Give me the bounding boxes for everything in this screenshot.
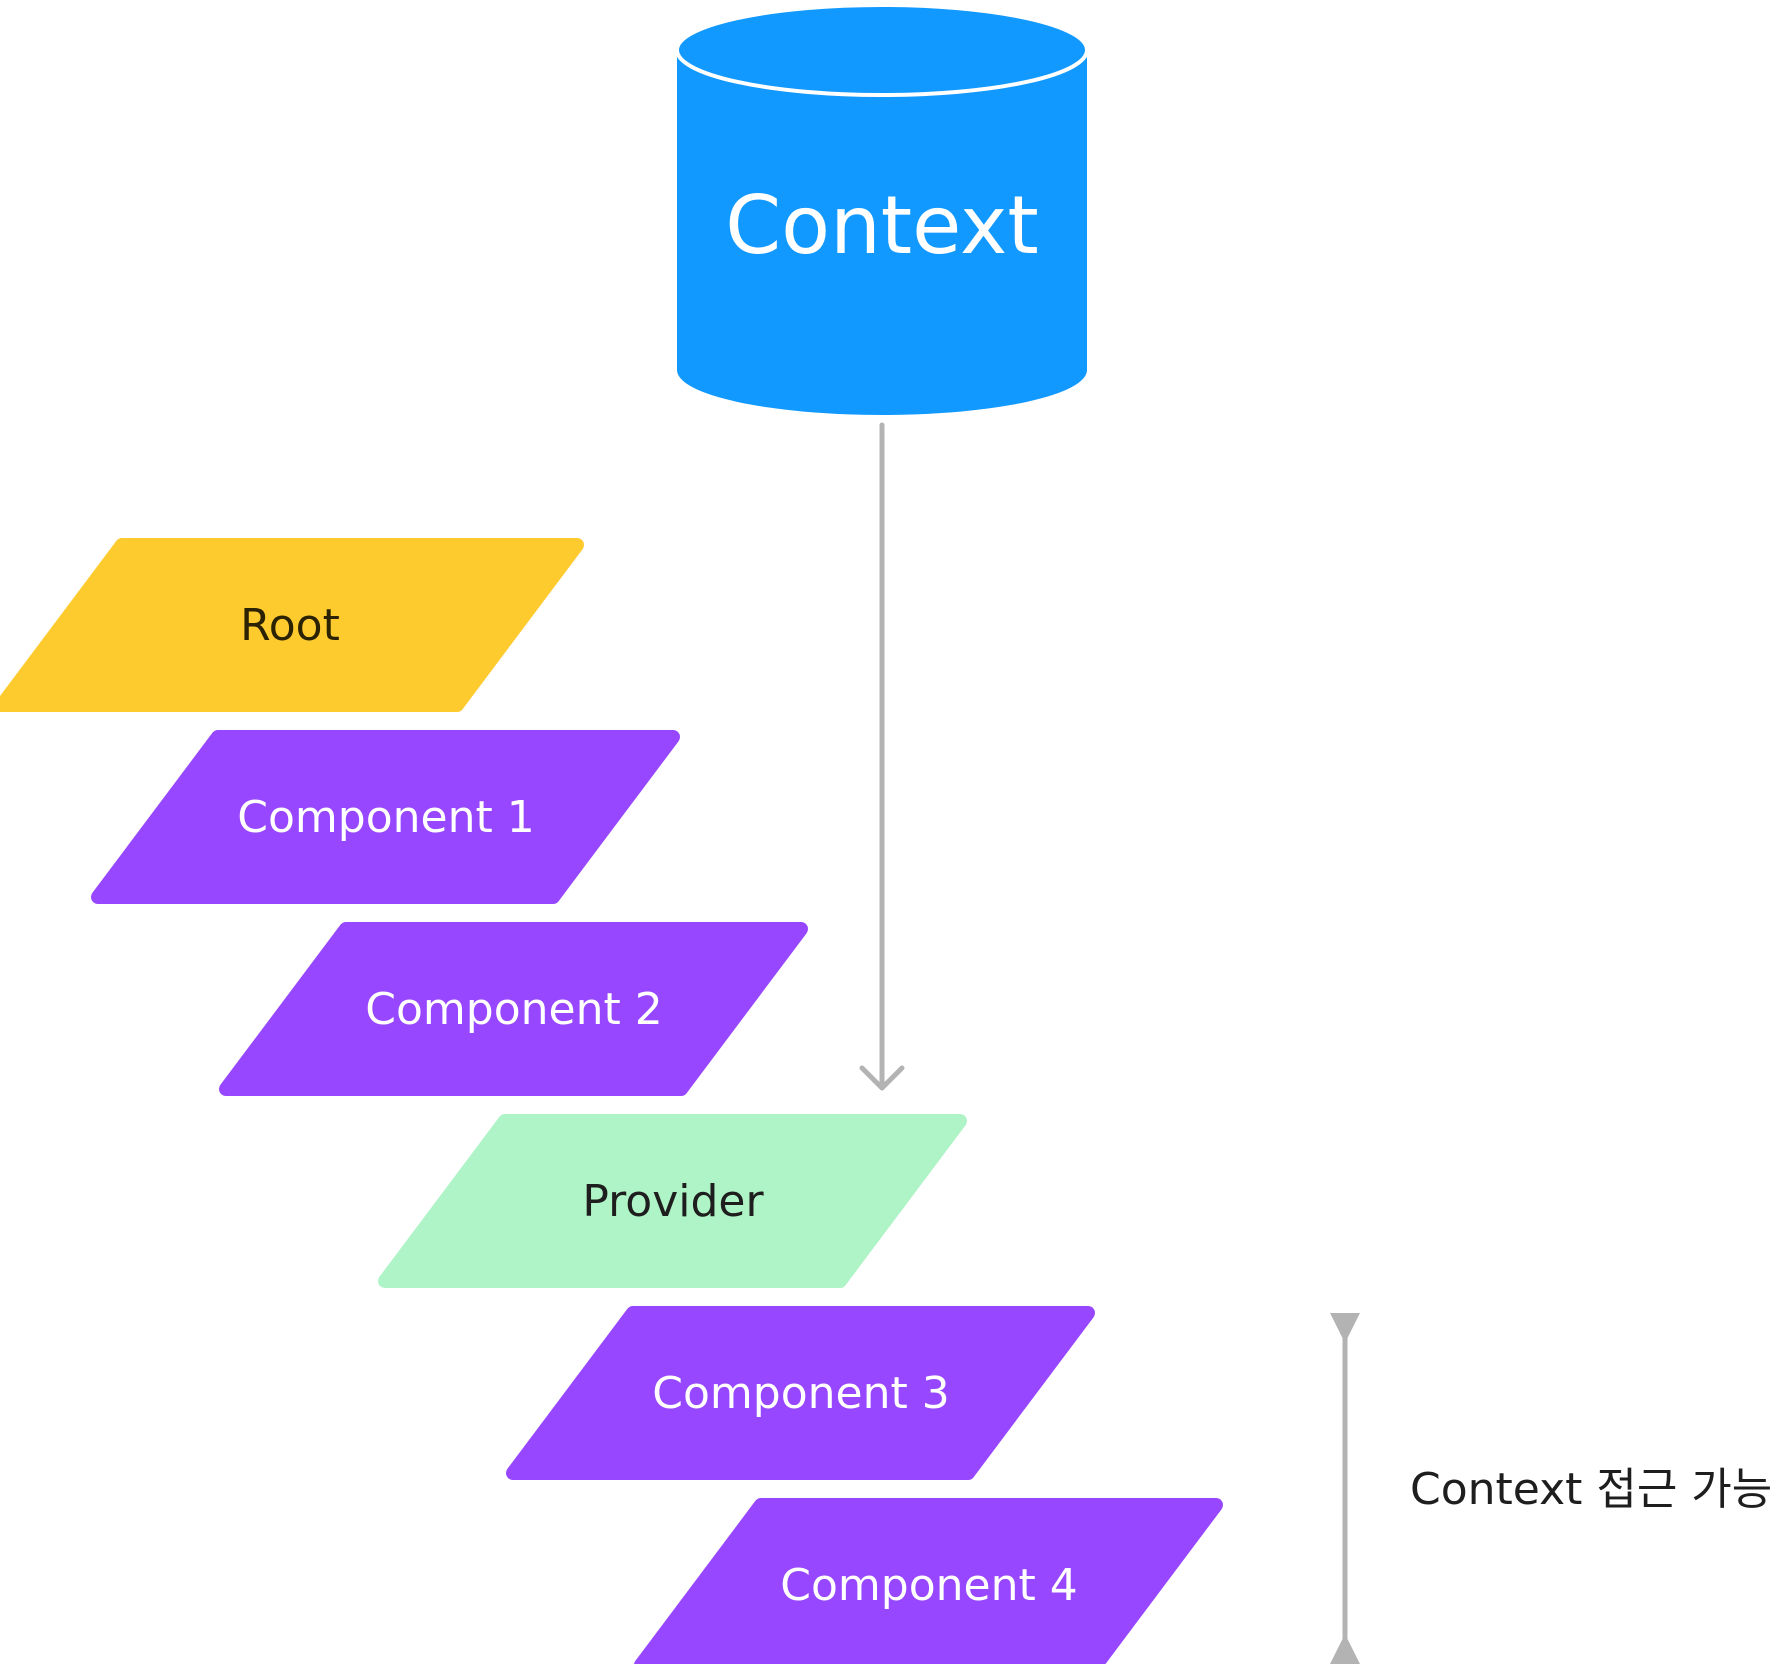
node-label: Component 4: [780, 1560, 1077, 1611]
node-label: Root: [240, 600, 340, 651]
arrow-head: [859, 1065, 905, 1091]
access-range-bracket: [1330, 1313, 1360, 1664]
node-label: Component 3: [652, 1368, 949, 1419]
range-bottom-marker: [1330, 1634, 1360, 1664]
context-to-provider-arrow: [859, 422, 905, 1091]
node-provider: Provider: [378, 1114, 967, 1288]
context-cylinder-top: [675, 3, 1089, 97]
node-shape: [506, 1306, 1095, 1480]
node-root: Root: [0, 538, 584, 712]
node-component-3: Component 3: [506, 1306, 1095, 1480]
node-component-4: Component 4: [634, 1498, 1223, 1664]
node-shape: [91, 730, 680, 904]
access-range-label: Context 접근 가능: [1410, 1464, 1772, 1515]
component-hierarchy: Root Component 1 Component 2 Provider Co…: [0, 538, 1223, 1664]
node-component-1: Component 1: [91, 730, 680, 904]
node-component-2: Component 2: [219, 922, 808, 1096]
node-label: Provider: [582, 1176, 764, 1227]
node-shape: [634, 1498, 1223, 1664]
node-shape: [0, 538, 584, 712]
node-shape: [378, 1114, 967, 1288]
context-label: Context: [725, 179, 1038, 272]
range-top-marker: [1330, 1313, 1360, 1343]
node-label: Component 2: [365, 984, 662, 1035]
node-shape: [219, 922, 808, 1096]
context-cylinder-body: [677, 5, 1087, 415]
node-label: Component 1: [237, 792, 534, 843]
context-store: Context: [675, 3, 1089, 415]
